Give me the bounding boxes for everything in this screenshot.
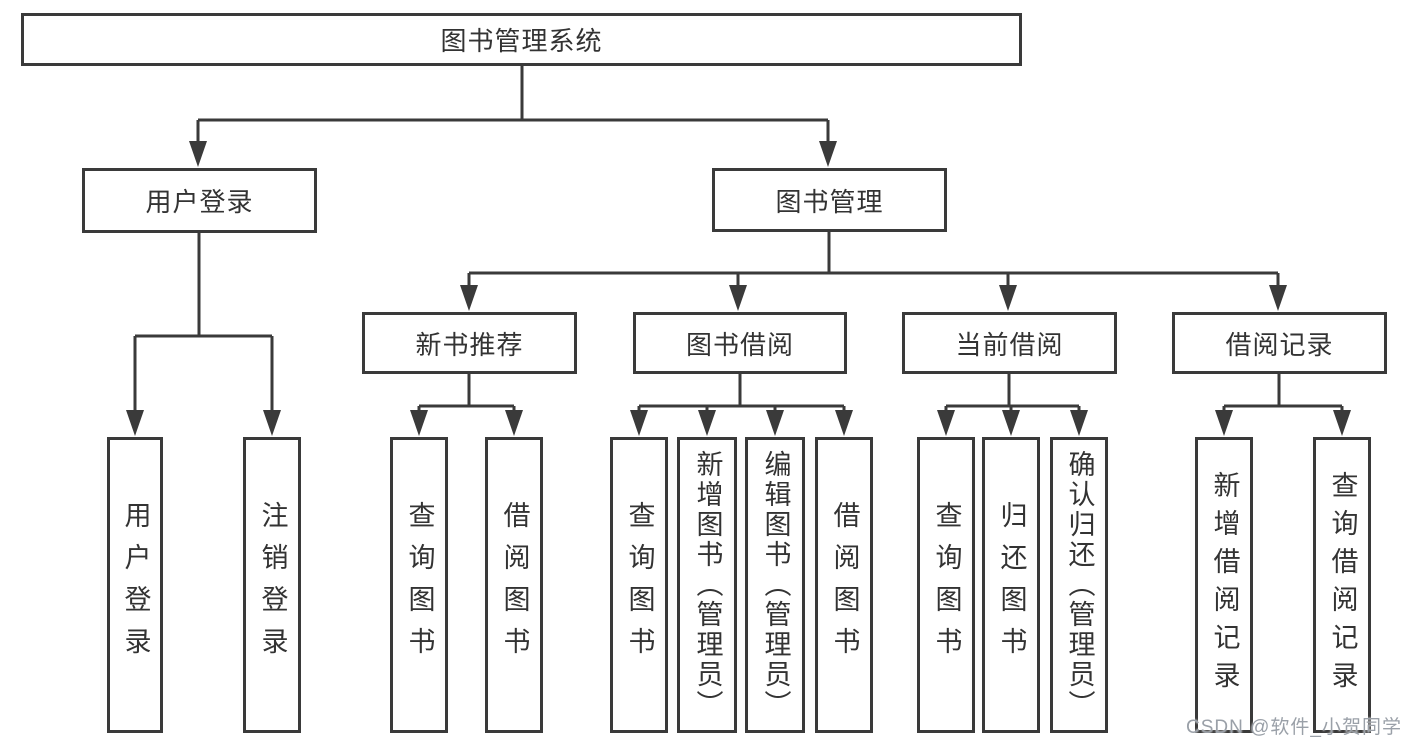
leaf-add-borrow-record-label: 新增借阅记录 [1209,471,1240,699]
node-user-login: 用户登录 [82,168,317,233]
leaf-add-books-admin: 新增图书（管理员） [677,437,737,733]
leaf-edit-books-admin-label: 编辑图书（管理员） [760,450,791,720]
leaf-logout: 注销登录 [243,437,301,733]
watermark-csdn: CSDN @软件_小贺同学 [1186,717,1402,738]
leaf-borrow-books-recommend-label: 借阅图书 [499,501,530,669]
leaf-query-books-recommend: 查询图书 [390,437,448,733]
node-book-borrowing: 图书借阅 [633,312,847,374]
leaf-return-books-label: 归还图书 [996,501,1027,669]
leaf-return-books: 归还图书 [982,437,1040,733]
leaf-query-borrow-record-label: 查询借阅记录 [1327,471,1358,699]
leaf-query-books-recommend-label: 查询图书 [404,501,435,669]
leaf-add-books-admin-label: 新增图书（管理员） [692,450,723,720]
leaf-edit-books-admin: 编辑图书（管理员） [745,437,805,733]
leaf-query-books-current-label: 查询图书 [931,501,962,669]
leaf-confirm-return-admin-label: 确认归还（管理员） [1064,450,1095,720]
leaf-user-login: 用户登录 [107,437,163,733]
node-book-management-label: 图书管理 [775,186,884,217]
leaf-query-borrow-record: 查询借阅记录 [1313,437,1371,733]
leaf-add-borrow-record: 新增借阅记录 [1195,437,1253,733]
node-library-management-system-label: 图书管理系统 [440,26,603,56]
leaf-query-books-borrow-label: 查询图书 [624,501,655,669]
leaf-user-login-label: 用户登录 [120,501,151,669]
node-borrowing-records-label: 借阅记录 [1225,329,1334,360]
node-new-book-recommendation: 新书推荐 [362,312,577,374]
leaf-borrow-books-recommend: 借阅图书 [485,437,543,733]
node-library-management-system: 图书管理系统 [21,13,1022,66]
leaf-confirm-return-admin: 确认归还（管理员） [1050,437,1108,733]
leaf-query-books-borrow: 查询图书 [610,437,668,733]
node-new-book-recommendation-label: 新书推荐 [415,329,524,360]
node-current-borrowing: 当前借阅 [902,312,1117,374]
leaf-query-books-current: 查询图书 [917,437,975,733]
node-current-borrowing-label: 当前借阅 [955,329,1064,360]
leaf-borrow-books-borrow: 借阅图书 [815,437,873,733]
leaf-borrow-books-borrow-label: 借阅图书 [829,501,860,669]
node-book-management: 图书管理 [712,168,947,232]
node-borrowing-records: 借阅记录 [1172,312,1387,374]
leaf-logout-label: 注销登录 [257,501,288,669]
node-book-borrowing-label: 图书借阅 [685,329,794,360]
node-user-login-label: 用户登录 [145,187,254,217]
